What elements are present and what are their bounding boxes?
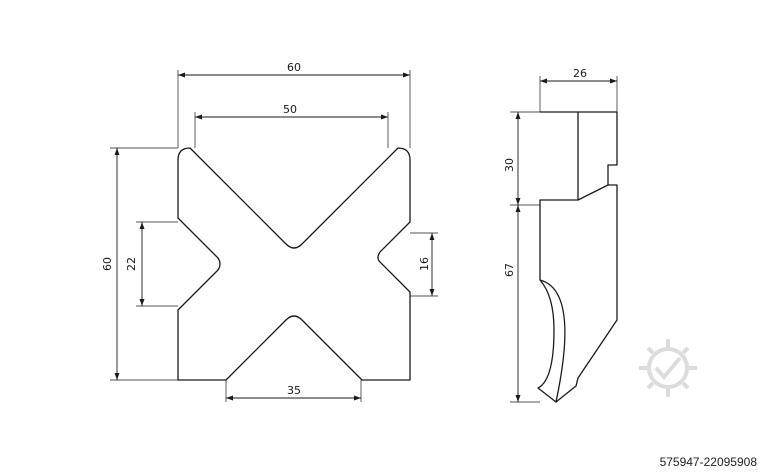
dim-label-overall-width: 60 xyxy=(287,61,301,74)
side-view-profile-right xyxy=(555,111,618,403)
dim-side-upper-height: 30 xyxy=(503,111,540,206)
watermark: 575947-22095908 xyxy=(639,339,757,469)
dim-label-left-notch: 22 xyxy=(125,257,138,271)
front-view-outline xyxy=(177,147,411,381)
watermark-reference: 575947-22095908 xyxy=(660,455,758,469)
dim-label-side-lower-height: 67 xyxy=(503,263,516,277)
dim-bottom-width: 35 xyxy=(225,380,362,402)
side-view-step-line xyxy=(577,184,609,201)
dim-side-top-width: 26 xyxy=(539,67,618,112)
dim-overall-height: 60 xyxy=(101,147,178,381)
dim-label-overall-height: 60 xyxy=(101,257,114,271)
side-view: 26 30 67 xyxy=(503,67,618,403)
dim-label-right-notch: 16 xyxy=(418,257,431,271)
dim-label-bottom-width: 35 xyxy=(287,384,301,397)
dim-top-width: 50 xyxy=(194,103,389,148)
dim-side-lower-height: 67 xyxy=(503,205,540,403)
dim-label-top-width: 50 xyxy=(283,103,297,116)
dim-overall-width: 60 xyxy=(177,61,411,148)
dim-label-side-upper-height: 30 xyxy=(503,158,516,172)
gear-checkmark-icon xyxy=(639,339,697,397)
front-view: 60 50 60 22 16 xyxy=(101,61,438,402)
dim-label-side-top-width: 26 xyxy=(573,67,587,80)
dim-right-notch: 16 xyxy=(410,232,438,297)
side-view-outline xyxy=(537,111,579,403)
dim-left-notch: 22 xyxy=(125,221,178,307)
